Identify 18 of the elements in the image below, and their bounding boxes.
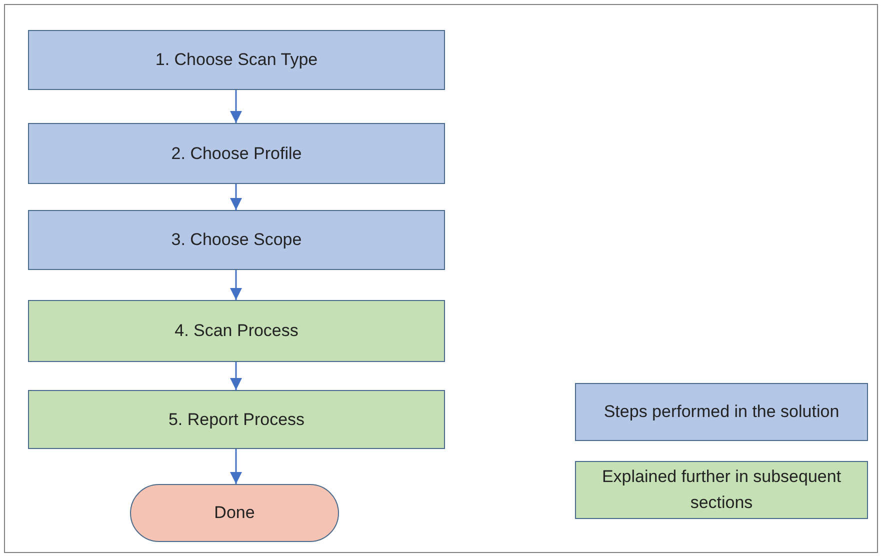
arrow (230, 362, 242, 390)
arrow (230, 90, 242, 123)
process-box (28, 123, 445, 184)
legend-label: Steps performed in the solution (604, 401, 840, 423)
arrow (230, 270, 242, 300)
arrow (230, 184, 242, 210)
arrow (230, 449, 242, 484)
process-box (28, 30, 445, 90)
process-box (28, 390, 445, 449)
step-label: 1. Choose Scan Type (155, 49, 318, 72)
process-box (28, 210, 445, 270)
legend-label: Explained further in subsequent sections (600, 466, 842, 514)
step-label: Done (214, 502, 255, 524)
process-box (28, 300, 445, 362)
step-label: 3. Choose Scope (171, 229, 302, 252)
step-label: 4. Scan Process (174, 320, 298, 342)
step-label: 2. Choose Profile (171, 142, 302, 165)
step-label: 5. Report Process (168, 408, 305, 431)
